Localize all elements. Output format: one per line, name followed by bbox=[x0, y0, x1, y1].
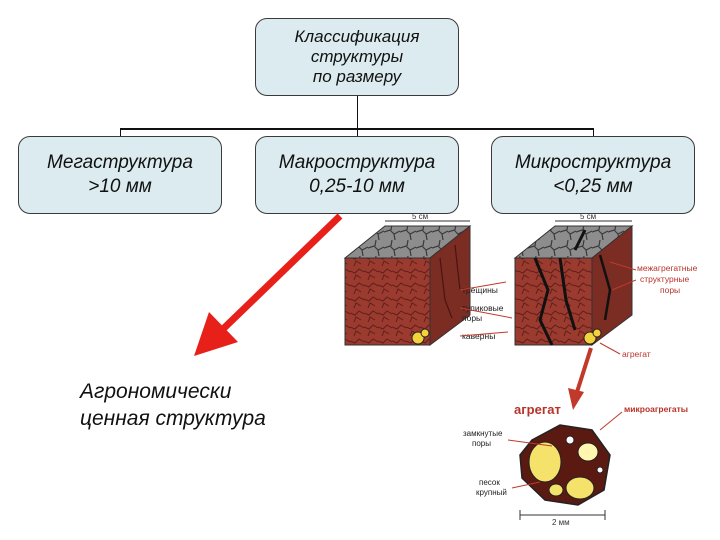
label-cracks: трещины bbox=[462, 285, 498, 295]
label-aggregate-big: агрегат bbox=[514, 402, 561, 417]
label-interaggregate-2: структурные bbox=[640, 274, 690, 284]
agro-line-2: ценная структура bbox=[80, 407, 266, 430]
agronomic-structure-label: Агрономически ценная структура bbox=[80, 378, 340, 432]
connector-micro bbox=[593, 128, 594, 136]
label-interaggregate-3: поры bbox=[660, 285, 680, 295]
micro-soil-cube bbox=[513, 224, 634, 346]
label-microaggregates: микроагрегаты bbox=[624, 404, 688, 414]
connector-mega bbox=[120, 128, 121, 136]
aggregate-closeup bbox=[519, 424, 611, 506]
macro-title: Макроструктура bbox=[278, 152, 436, 173]
macrostructure-box: Макроструктура 0,25-10 мм bbox=[255, 136, 459, 214]
microstructure-box: Микроструктура <0,25 мм bbox=[491, 136, 695, 214]
root-line-2: структуры bbox=[310, 47, 404, 66]
macro-soil-cube bbox=[343, 224, 472, 346]
mega-title: Мегаструктура bbox=[47, 152, 193, 173]
micro-range: <0,25 мм bbox=[553, 176, 633, 197]
root-line-1: Классификация bbox=[294, 27, 420, 46]
megastructure-box: Мегаструктура >10 мм bbox=[18, 136, 222, 214]
classification-root-box: Классификация структуры по размеру bbox=[255, 18, 459, 96]
label-sand-1: песок bbox=[479, 478, 500, 487]
root-line-3: по размеру bbox=[312, 67, 402, 86]
macro-range: 0,25-10 мм bbox=[309, 176, 405, 197]
label-caverns: каверны bbox=[462, 331, 495, 341]
label-closed-pores-1: замкнутые bbox=[463, 429, 503, 438]
scale-2mm: 2 мм bbox=[552, 518, 570, 527]
scale-5cm-left: 5 см bbox=[412, 212, 428, 221]
label-sand-2: крупный bbox=[476, 488, 507, 497]
connector-macro bbox=[357, 128, 358, 136]
connector-root-down bbox=[357, 96, 358, 128]
agro-line-1: Агрономически bbox=[80, 380, 232, 403]
label-aggregate-small: агрегат bbox=[622, 349, 651, 359]
label-dead-end-pores-2: поры bbox=[462, 313, 482, 323]
mega-range: >10 мм bbox=[88, 176, 152, 197]
label-dead-end-pores-1: тупиковые bbox=[462, 303, 504, 313]
label-closed-pores-2: поры bbox=[472, 439, 491, 448]
scale-5cm-right: 5 см bbox=[580, 212, 596, 221]
micro-title: Микроструктура bbox=[514, 152, 672, 173]
label-interaggregate-1: межагрегатные bbox=[637, 263, 698, 273]
